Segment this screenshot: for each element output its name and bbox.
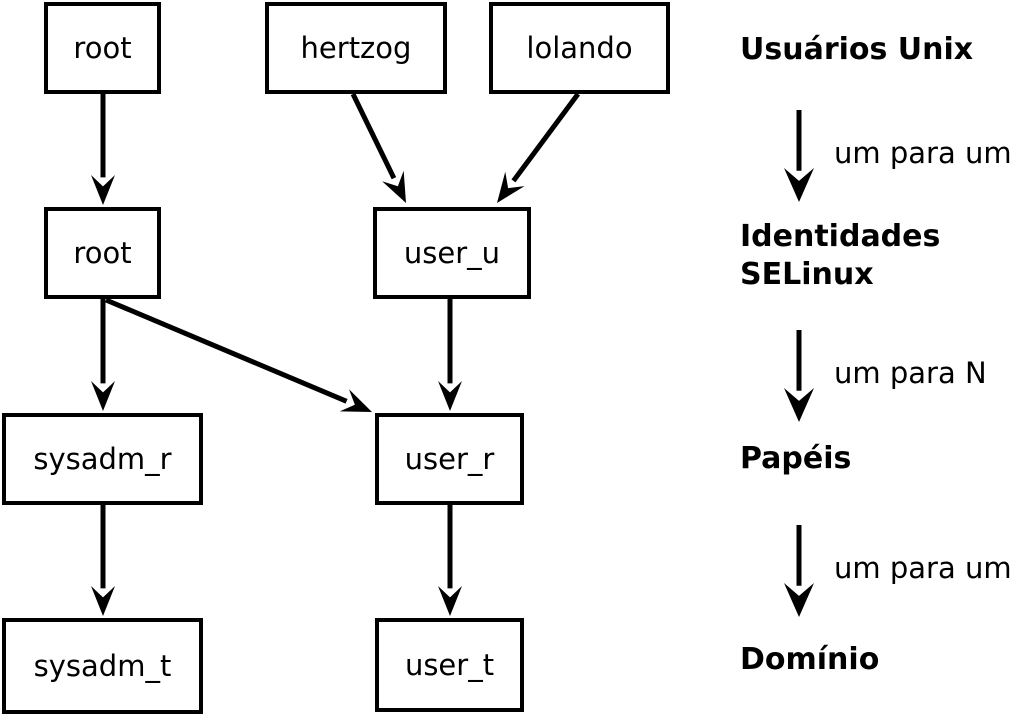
legend-relation-one-to-one-top: um para um [834, 136, 1012, 170]
node-label: root [73, 235, 132, 270]
node-label: user_u [403, 235, 501, 270]
node-domain-user-t[interactable]: user_t [375, 618, 524, 712]
node-label: sysadm_r [33, 441, 172, 476]
legend-relation-one-to-one-bottom: um para um [834, 551, 1012, 585]
edge-hertzog-to-useru [350, 92, 406, 203]
relation-one-to-one-top-arrow [784, 110, 814, 202]
node-domain-sysadm-t[interactable]: sysadm_t [2, 618, 203, 714]
node-label: user_r [404, 441, 495, 476]
node-unix-root[interactable]: root [44, 2, 161, 94]
relation-one-to-one-bottom-arrow [784, 525, 814, 617]
edge-unixroot-to-selinuxroot [91, 94, 115, 205]
legend-level-roles: Papéis [740, 441, 852, 476]
node-selinux-user-u[interactable]: user_u [373, 207, 531, 299]
node-role-sysadm-r[interactable]: sysadm_r [2, 413, 203, 505]
node-label: root [73, 30, 132, 65]
edge-sysadmr-to-sysadmt [91, 505, 115, 616]
legend-level-selinux-identities: Identidades SELinux [740, 219, 941, 292]
edge-selinuxroot-to-userr [105, 297, 372, 412]
legend-relation-one-to-n: um para N [834, 356, 987, 390]
node-role-user-r[interactable]: user_r [375, 413, 524, 505]
legend-level-unix-users: Usuários Unix [740, 32, 974, 67]
node-label: lolando [526, 30, 633, 65]
node-unix-hertzog[interactable]: hertzog [265, 2, 447, 94]
node-unix-lolando[interactable]: lolando [489, 2, 670, 94]
edge-lolando-to-useru [497, 92, 581, 203]
node-label: sysadm_t [33, 648, 172, 683]
edge-selinuxroot-to-sysadmr [91, 299, 115, 411]
legend-level-domain: Domínio [740, 642, 880, 677]
edge-userr-to-usert [438, 505, 462, 616]
node-label: hertzog [300, 30, 412, 65]
node-label: user_t [404, 647, 495, 682]
edge-useru-to-userr [438, 299, 462, 411]
node-selinux-root[interactable]: root [44, 207, 161, 299]
relation-one-to-n-arrow [784, 330, 814, 422]
